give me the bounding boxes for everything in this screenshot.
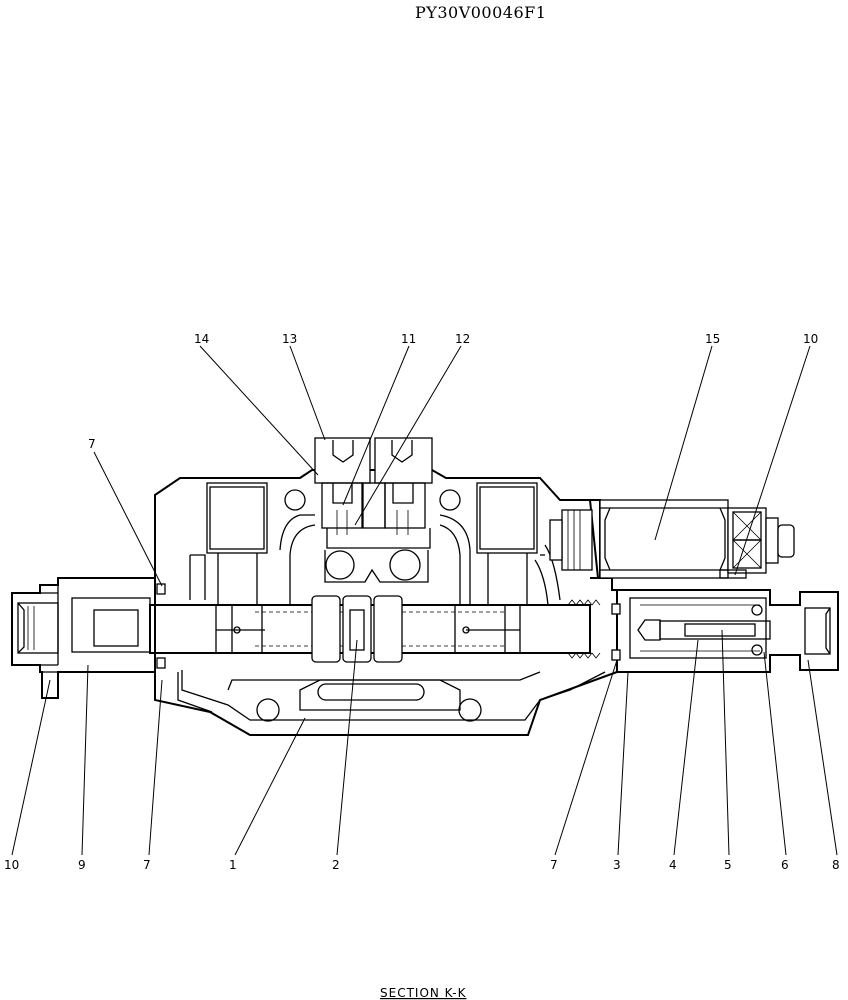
callout-15: 15: [705, 332, 720, 346]
callout-7-bottom-left: 7: [143, 858, 151, 872]
callout-12: 12: [455, 332, 470, 346]
document-number: PY30V00046F1: [415, 3, 546, 22]
leader-lines: [11, 345, 838, 856]
callout-11: 11: [401, 332, 416, 346]
callout-14: 14: [194, 332, 209, 346]
callout-9: 9: [78, 858, 86, 872]
callout-5: 5: [724, 858, 732, 872]
right-spring-cap: [567, 589, 839, 673]
callout-2: 2: [332, 858, 340, 872]
callout-10-bottom: 10: [4, 858, 19, 872]
left-cap-and-plug: [11, 577, 166, 699]
spool: [149, 595, 591, 663]
callout-8: 8: [832, 858, 840, 872]
callout-13: 13: [282, 332, 297, 346]
callout-1: 1: [229, 858, 237, 872]
callout-3: 3: [613, 858, 621, 872]
section-label: SECTION K-K: [380, 986, 467, 1000]
callout-10-top: 10: [803, 332, 818, 346]
callout-4: 4: [669, 858, 677, 872]
solenoid-assembly: [549, 499, 795, 579]
callout-7-left-top: 7: [88, 437, 96, 451]
callout-7-bottom-right: 7: [550, 858, 558, 872]
callout-labels: 14 13 11 12 15 10 7 10 9 7 1 2 7 3 4 5 6…: [4, 332, 840, 872]
callout-6: 6: [781, 858, 789, 872]
relief-valve-assemblies: [314, 437, 433, 583]
